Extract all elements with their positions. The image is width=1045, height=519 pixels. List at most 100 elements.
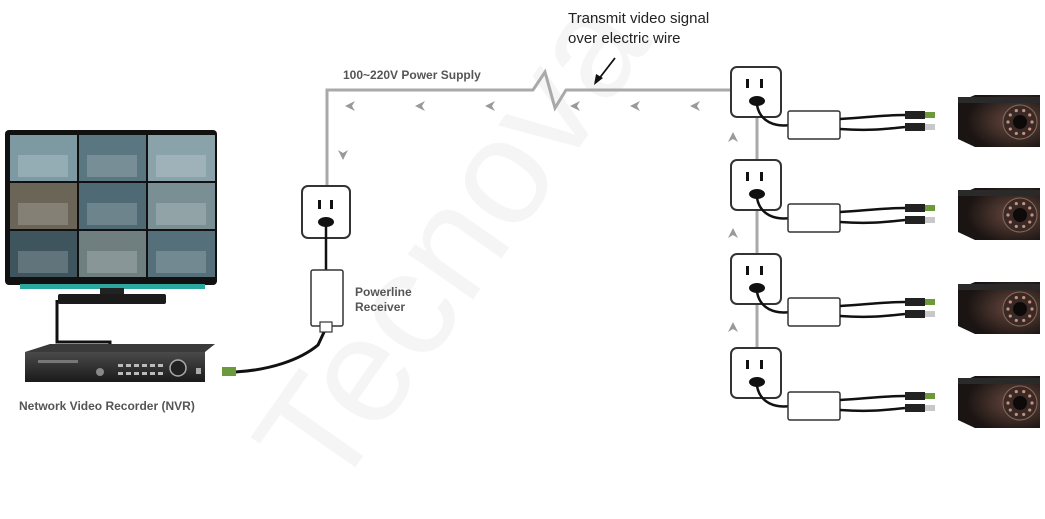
camera-cable xyxy=(839,218,906,225)
nvr-button xyxy=(158,364,163,367)
ir-led xyxy=(1008,394,1012,398)
nvr-button xyxy=(118,364,123,367)
socket-pin xyxy=(746,266,749,275)
ir-led xyxy=(1022,108,1026,113)
ir-led xyxy=(1022,389,1026,394)
ir-led xyxy=(1022,201,1026,206)
ir-led xyxy=(1008,113,1012,117)
ir-led xyxy=(1030,120,1034,124)
camera-hood xyxy=(958,378,1040,384)
left-arrow xyxy=(415,101,425,111)
camera-feed-tile xyxy=(10,231,77,277)
camera-feed-tile xyxy=(148,135,215,181)
ir-led xyxy=(1022,295,1026,300)
camera-chain xyxy=(730,66,1040,428)
nvr-label: Network Video Recorder (NVR) xyxy=(19,399,195,413)
ir-led xyxy=(1014,201,1018,206)
monitor-base-glow xyxy=(20,284,205,289)
nvr-power-button xyxy=(96,368,104,376)
camera-feed-floor xyxy=(87,251,137,273)
connector-tip xyxy=(925,311,935,317)
ir-led xyxy=(1008,300,1012,304)
camera-feed-floor xyxy=(18,251,68,273)
wall-socket xyxy=(730,253,782,305)
ir-led xyxy=(1028,394,1032,398)
annotation-pointer-head xyxy=(594,74,603,85)
ir-led xyxy=(1014,131,1018,136)
nvr-led-strip xyxy=(38,360,78,363)
nvr-button xyxy=(126,372,131,375)
powerline-transmitter xyxy=(787,297,841,327)
ir-led xyxy=(1028,113,1032,117)
annotation-pointer xyxy=(597,57,616,81)
up-arrow xyxy=(728,322,738,332)
ir-led xyxy=(1030,213,1034,217)
ir-led xyxy=(1014,224,1018,229)
nvr-jog-dial xyxy=(169,359,187,377)
nvr-button xyxy=(126,364,131,367)
ir-led xyxy=(1006,401,1010,405)
camera-feed-tile xyxy=(79,231,146,277)
socket-pin xyxy=(746,79,749,88)
ir-led xyxy=(1008,408,1012,412)
ir-led xyxy=(1006,213,1010,217)
socket-pin xyxy=(760,266,763,275)
ethernet-cable xyxy=(222,329,327,374)
connector-tip xyxy=(925,205,935,211)
monitor-screen xyxy=(10,135,215,277)
left-arrow xyxy=(570,101,580,111)
ir-led xyxy=(1014,412,1018,417)
connector-tip xyxy=(925,393,935,399)
nvr-device xyxy=(25,344,215,382)
nvr-button xyxy=(150,372,155,375)
camera-row xyxy=(730,347,1040,428)
camera-hood xyxy=(958,190,1040,196)
cable-connector xyxy=(905,111,925,119)
nvr-button xyxy=(134,364,139,367)
powerline-transmitter xyxy=(787,110,841,140)
wall-socket xyxy=(730,66,782,118)
nvr-buttons xyxy=(118,364,163,375)
ir-led xyxy=(1008,220,1012,224)
ir-led xyxy=(1028,127,1032,131)
socket-plug xyxy=(749,283,765,293)
monitor xyxy=(5,130,217,304)
powerline-diagram xyxy=(5,57,1040,428)
cable-connector xyxy=(905,123,925,131)
nvr-button xyxy=(142,364,147,367)
connector-tip xyxy=(925,217,935,223)
connector-tip xyxy=(925,112,935,118)
ir-led xyxy=(1014,295,1018,300)
left-arrow xyxy=(690,101,700,111)
ir-led xyxy=(1008,206,1012,210)
annotation-line-2: over electric wire xyxy=(568,30,681,47)
ir-led xyxy=(1014,108,1018,113)
nvr-button xyxy=(118,372,123,375)
wall-socket xyxy=(730,159,782,211)
ir-led xyxy=(1030,401,1034,405)
camera-hood xyxy=(958,284,1040,290)
camera-lens xyxy=(1013,115,1027,129)
ir-led xyxy=(1008,127,1012,131)
nvr-top xyxy=(25,344,215,352)
annotation-line-1: Transmit video signal xyxy=(568,10,710,27)
camera-hood xyxy=(958,97,1040,103)
camera-feed-tile xyxy=(10,183,77,229)
power-wire-main xyxy=(325,68,740,186)
camera-lens xyxy=(1013,302,1027,316)
wall-socket xyxy=(730,347,782,399)
powerline-transmitter xyxy=(787,391,841,421)
left-arrow xyxy=(345,101,355,111)
socket-plug xyxy=(749,96,765,106)
up-arrow xyxy=(728,228,738,238)
ir-led xyxy=(1022,131,1026,136)
ir-led xyxy=(1028,300,1032,304)
ir-led xyxy=(1028,220,1032,224)
ir-led xyxy=(1028,408,1032,412)
ir-led xyxy=(1030,307,1034,311)
camera-feed-tile xyxy=(148,231,215,277)
power-supply-label: 100~220V Power Supply xyxy=(343,68,481,82)
camera-cable xyxy=(839,206,906,214)
ir-led xyxy=(1008,314,1012,318)
camera-row xyxy=(730,66,1040,147)
